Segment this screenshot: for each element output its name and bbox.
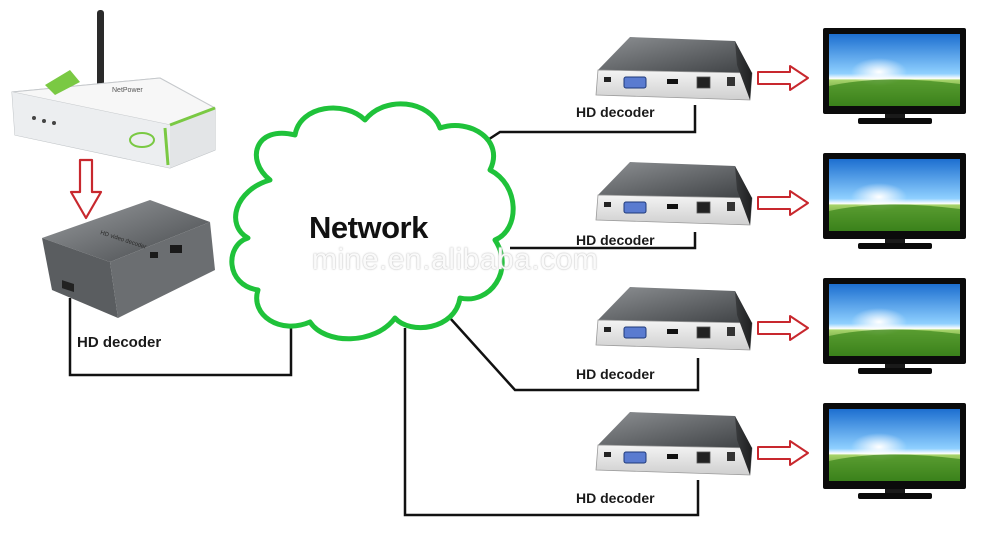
output-arrow-4 (757, 440, 809, 466)
router-brand-text: NetPower (112, 87, 143, 94)
output-arrow-3 (757, 315, 809, 341)
source-decoder-label: HD decoder (77, 334, 162, 351)
tv-display-1 (823, 28, 966, 124)
link-network-to-decoder-2 (510, 232, 697, 250)
source-decoder-device: HD video decoder (42, 200, 215, 318)
link-source-to-network (68, 298, 293, 377)
hd-decoder-device-1 (595, 37, 753, 101)
network-cloud (229, 101, 516, 342)
link-network-to-decoder-3 (449, 317, 700, 392)
decoder-label-4: HD decoder (576, 490, 655, 506)
tv-display-4 (823, 403, 966, 499)
decoder-label-1: HD decoder (576, 104, 655, 120)
down-arrow (69, 158, 103, 220)
watermark-text: mine.en.alibaba.com (312, 243, 599, 276)
right-units (595, 28, 966, 499)
hd-decoder-device-4 (595, 412, 753, 476)
network-label: Network (309, 210, 428, 245)
hd-decoder-device-3 (595, 287, 753, 351)
decoder-label-3: HD decoder (576, 366, 655, 382)
decoder-label-2: HD decoder (576, 232, 655, 248)
tv-display-3 (823, 278, 966, 374)
tv-display-2 (823, 153, 966, 249)
output-arrow-1 (757, 65, 809, 91)
output-arrow-2 (757, 190, 809, 216)
router-device: NetPower (11, 10, 217, 169)
link-network-to-decoder-4 (403, 328, 700, 517)
hd-decoder-device-2 (595, 162, 753, 226)
